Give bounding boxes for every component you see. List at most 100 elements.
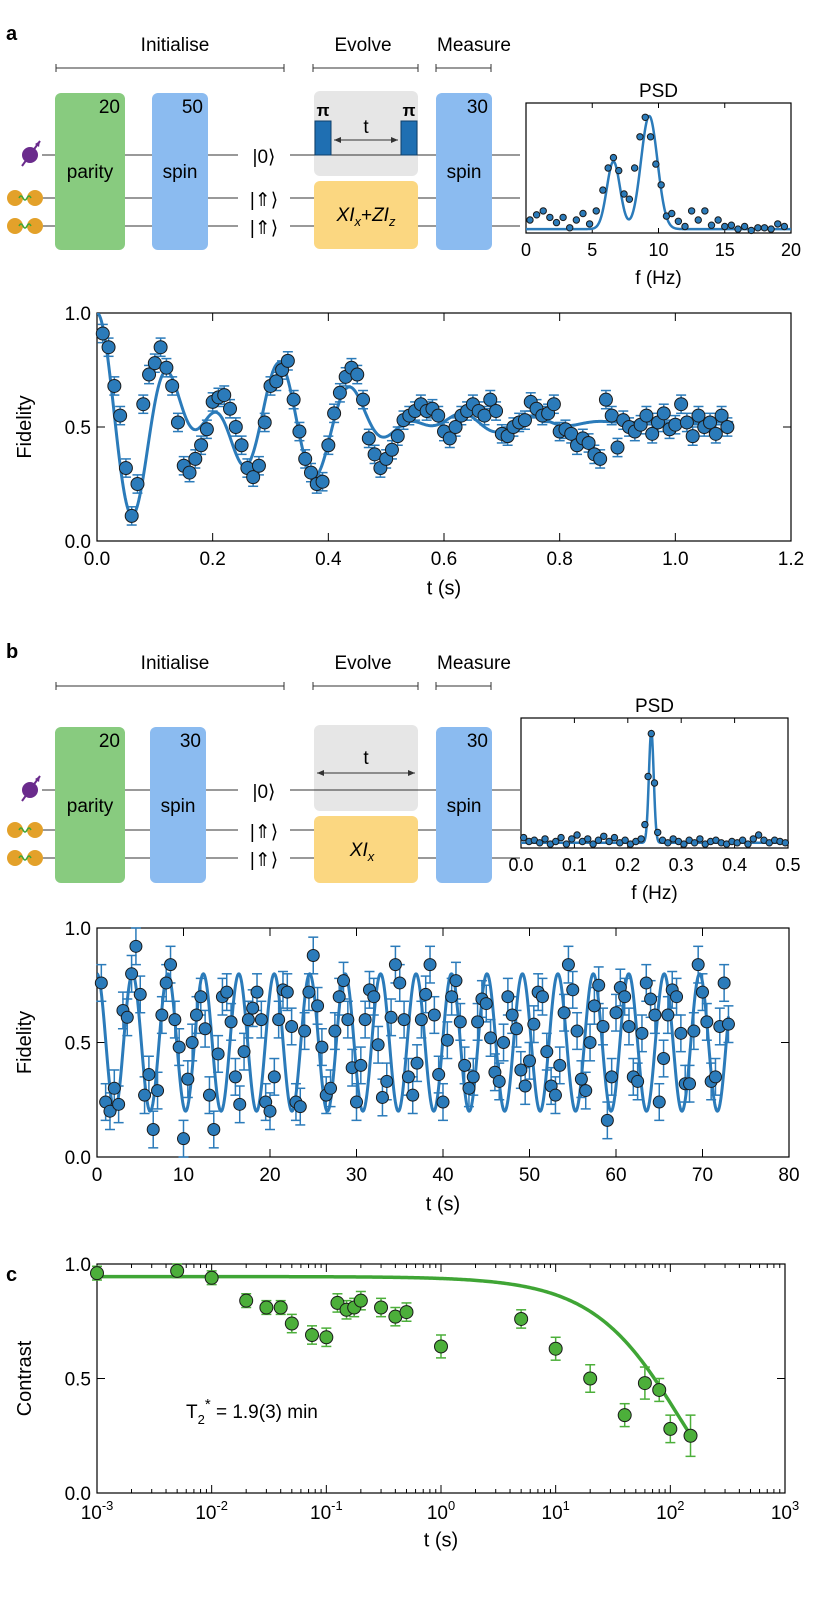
spin-count: 50: [182, 97, 203, 118]
spin-label: spin: [163, 162, 198, 183]
data-point: [523, 1054, 536, 1068]
data-point: [527, 1017, 541, 1031]
data-point: [687, 1024, 701, 1038]
data-point: [604, 164, 612, 172]
x-tick-label: 100: [427, 1498, 455, 1524]
data-point: [133, 987, 147, 1001]
data-point: [384, 442, 399, 457]
data-point: [641, 113, 649, 122]
x-tick-label: 0.2: [199, 549, 225, 570]
measure-count: 30: [467, 97, 488, 118]
data-point: [136, 397, 151, 412]
y-tick-label: 1.0: [65, 919, 91, 940]
data-point: [514, 1063, 528, 1077]
data-point: [273, 1300, 288, 1315]
data-point: [124, 508, 139, 523]
data-point: [477, 408, 492, 423]
data-point: [691, 958, 705, 972]
nucleus-pair-icon: [7, 218, 43, 234]
spin-box: [152, 93, 208, 250]
data-point: [505, 1008, 519, 1022]
data-point: [648, 1008, 662, 1022]
data-point: [311, 999, 325, 1013]
x-tick-label: 0.5: [775, 855, 800, 875]
data-point: [237, 1045, 251, 1059]
panel-b: b Initialise Evolve Measure 20 parity: [6, 641, 520, 883]
y-tick-label: 0.0: [65, 532, 91, 553]
data-point: [153, 340, 168, 355]
x-tick-label: 15: [715, 240, 735, 260]
data-point: [754, 224, 762, 232]
data-point: [337, 974, 351, 988]
data-point: [557, 833, 565, 842]
data-point: [401, 1070, 415, 1084]
data-point: [700, 1015, 714, 1029]
data-point: [298, 1024, 312, 1038]
state-nucleus-2: |⇑⟩: [250, 218, 278, 239]
x-tick-label: 0.0: [508, 855, 533, 875]
data-point: [639, 408, 654, 423]
y-tick-label: 1.0: [65, 1255, 91, 1276]
data-point: [380, 1074, 394, 1088]
data-point: [687, 207, 696, 215]
parity-count: 20: [99, 97, 120, 118]
data-point: [285, 1019, 299, 1033]
data-point: [579, 1084, 593, 1098]
data-point: [566, 224, 574, 232]
data-point: [703, 415, 718, 430]
data-point: [690, 839, 699, 847]
data-point: [740, 222, 749, 231]
y-tick-label: 0.0: [65, 1484, 91, 1505]
data-point: [714, 408, 729, 423]
data-point: [241, 1013, 255, 1027]
data-point: [707, 221, 716, 229]
data-point: [572, 216, 581, 224]
data-point: [142, 1068, 156, 1082]
y-axis-label: Contrast: [14, 1340, 36, 1416]
data-point: [462, 1081, 476, 1095]
x-tick-label: 0: [92, 1165, 103, 1186]
data-point: [546, 397, 561, 412]
nucleus-pair-icon: [7, 822, 43, 838]
data-point: [217, 388, 232, 403]
data-point: [625, 195, 634, 203]
data-point: [584, 835, 592, 843]
y-axis-label: Fidelity: [14, 395, 36, 458]
data-point: [774, 220, 782, 228]
electron-icon: [21, 140, 41, 167]
data-point: [630, 164, 639, 172]
data-point: [350, 367, 365, 382]
data-point: [548, 1088, 562, 1102]
data-point: [414, 1013, 428, 1027]
data-point: [228, 1070, 242, 1084]
x-tick-label: 10-1: [310, 1498, 343, 1524]
data-point: [302, 985, 316, 999]
data-point: [305, 1327, 320, 1342]
data-point: [539, 207, 547, 215]
parity-label: parity: [67, 162, 114, 183]
data-point: [431, 408, 446, 423]
data-point: [652, 1095, 666, 1109]
parity-box: [55, 727, 125, 883]
data-point: [442, 431, 457, 446]
x-axis-label: t (s): [426, 1194, 460, 1216]
data-point: [188, 451, 203, 466]
x-tick-label: 5: [587, 240, 597, 260]
data-point: [518, 1079, 532, 1093]
parity-box: [55, 93, 125, 250]
data-point: [573, 831, 581, 839]
pi-pulse-2: [400, 120, 418, 156]
data-point: [374, 1300, 389, 1315]
data-point: [427, 1008, 441, 1022]
data-point: [650, 779, 659, 787]
x-tick-label: 0.4: [722, 855, 747, 875]
data-point: [315, 1040, 329, 1054]
data-point: [721, 1017, 735, 1031]
data-point: [280, 985, 294, 999]
data-point: [668, 209, 676, 218]
data-point: [657, 181, 665, 189]
data-point: [118, 461, 133, 476]
data-point: [332, 990, 346, 1004]
